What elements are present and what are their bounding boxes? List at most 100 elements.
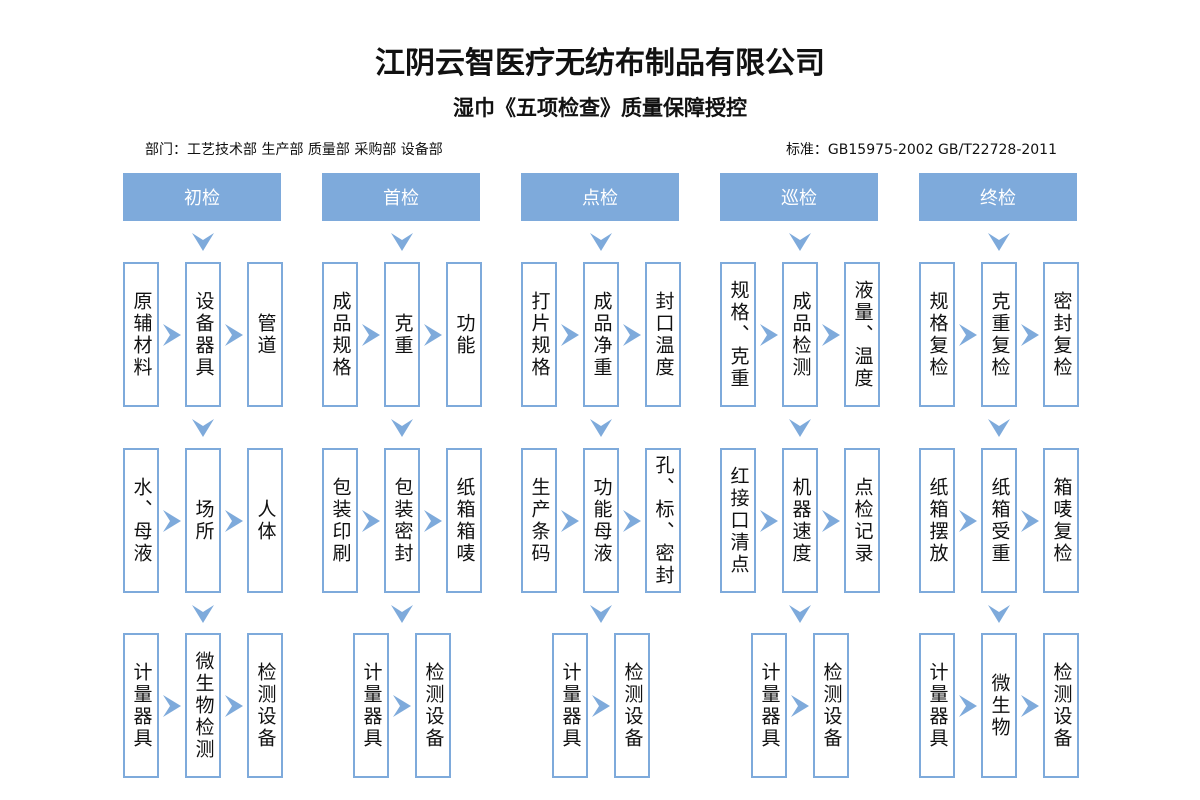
- step-label: 计量器具: [559, 661, 582, 750]
- step-label: 水、母液: [130, 476, 153, 565]
- step-label: 红接口清点: [727, 465, 750, 576]
- chevron-right-icon: [822, 324, 840, 346]
- chevron-right-icon: [760, 324, 778, 346]
- step-box: 水、母液: [123, 448, 159, 593]
- step-box: 计量器具: [552, 633, 588, 778]
- step-label: 点检记录: [851, 476, 874, 565]
- step-label: 微生物检测: [192, 650, 215, 761]
- chevron-down-icon: [192, 605, 214, 623]
- step-box: 成品规格: [322, 262, 358, 407]
- chevron-down-icon: [789, 605, 811, 623]
- step-label: 功能母液: [590, 476, 613, 565]
- step-box: 微生物检测: [185, 633, 221, 778]
- chevron-right-icon: [424, 510, 442, 532]
- chevron-right-icon: [822, 510, 840, 532]
- step-label: 功能: [453, 312, 476, 357]
- chevron-right-icon: [959, 510, 977, 532]
- chevron-right-icon: [362, 324, 380, 346]
- chevron-right-icon: [623, 510, 641, 532]
- step-label: 机器速度: [789, 476, 812, 565]
- step-box: 检测设备: [247, 633, 283, 778]
- step-label: 场所: [192, 498, 215, 543]
- step-label: 设备器具: [192, 290, 215, 379]
- step-label: 克重: [391, 312, 414, 357]
- step-box: 计量器具: [123, 633, 159, 778]
- step-label: 管道: [254, 312, 277, 357]
- step-label: 克重复检: [988, 290, 1011, 379]
- step-box: 液量、温度: [844, 262, 880, 407]
- step-label: 检测设备: [1050, 661, 1073, 750]
- chevron-right-icon: [163, 510, 181, 532]
- step-label: 微生物: [988, 672, 1011, 739]
- step-label: 检测设备: [621, 661, 644, 750]
- chevron-down-icon: [789, 233, 811, 251]
- step-box: 孔、标、密封: [645, 448, 681, 593]
- step-label: 孔、标、密封: [652, 454, 675, 587]
- step-label: 原辅材料: [130, 290, 153, 379]
- step-label: 封口温度: [652, 290, 675, 379]
- step-label: 打片规格: [528, 290, 551, 379]
- step-label: 规格复检: [926, 290, 949, 379]
- chevron-down-icon: [988, 605, 1010, 623]
- stage-header-2: 点检: [521, 173, 679, 221]
- step-box: 打片规格: [521, 262, 557, 407]
- step-box: 红接口清点: [720, 448, 756, 593]
- step-box: 微生物: [981, 633, 1017, 778]
- chevron-right-icon: [362, 510, 380, 532]
- step-label: 成品检测: [789, 290, 812, 379]
- step-label: 生产条码: [528, 476, 551, 565]
- chevron-down-icon: [988, 419, 1010, 437]
- step-box: 规格、克重: [720, 262, 756, 407]
- step-label: 包装密封: [391, 476, 414, 565]
- step-box: 检测设备: [1043, 633, 1079, 778]
- step-box: 生产条码: [521, 448, 557, 593]
- chevron-down-icon: [391, 233, 413, 251]
- step-box: 计量器具: [353, 633, 389, 778]
- step-box: 检测设备: [415, 633, 451, 778]
- chevron-down-icon: [391, 419, 413, 437]
- chevron-right-icon: [959, 695, 977, 717]
- step-box: 场所: [185, 448, 221, 593]
- step-box: 封口温度: [645, 262, 681, 407]
- chevron-right-icon: [225, 324, 243, 346]
- step-label: 人体: [254, 498, 277, 543]
- step-box: 包装印刷: [322, 448, 358, 593]
- chevron-right-icon: [791, 695, 809, 717]
- step-box: 点检记录: [844, 448, 880, 593]
- step-label: 计量器具: [758, 661, 781, 750]
- step-label: 计量器具: [130, 661, 153, 750]
- diagram-subtitle: 湿巾《五项检查》质量保障授控: [453, 95, 747, 120]
- step-label: 检测设备: [422, 661, 445, 750]
- step-label: 纸箱受重: [988, 476, 1011, 565]
- step-label: 箱唛复检: [1050, 476, 1073, 565]
- stage-header-3: 巡检: [720, 173, 878, 221]
- chevron-right-icon: [1021, 510, 1039, 532]
- chevron-right-icon: [592, 695, 610, 717]
- chevron-down-icon: [988, 233, 1010, 251]
- step-label: 成品规格: [329, 290, 352, 379]
- chevron-down-icon: [590, 419, 612, 437]
- step-box: 计量器具: [919, 633, 955, 778]
- stage-header-1: 首检: [322, 173, 480, 221]
- chevron-right-icon: [959, 324, 977, 346]
- stage-header-0: 初检: [123, 173, 281, 221]
- step-label: 规格、克重: [727, 279, 750, 390]
- chevron-right-icon: [1021, 695, 1039, 717]
- step-label: 检测设备: [820, 661, 843, 750]
- step-label: 成品净重: [590, 290, 613, 379]
- chevron-right-icon: [393, 695, 411, 717]
- step-label: 检测设备: [254, 661, 277, 750]
- chevron-right-icon: [225, 510, 243, 532]
- step-label: 纸箱摆放: [926, 476, 949, 565]
- chevron-down-icon: [789, 419, 811, 437]
- chevron-right-icon: [760, 510, 778, 532]
- step-label: 计量器具: [926, 661, 949, 750]
- chevron-right-icon: [424, 324, 442, 346]
- step-box: 箱唛复检: [1043, 448, 1079, 593]
- departments-label: 部门：工艺技术部 生产部 质量部 采购部 设备部: [145, 142, 443, 158]
- stage-header-4: 终检: [919, 173, 1077, 221]
- step-box: 设备器具: [185, 262, 221, 407]
- chevron-down-icon: [192, 233, 214, 251]
- step-box: 原辅材料: [123, 262, 159, 407]
